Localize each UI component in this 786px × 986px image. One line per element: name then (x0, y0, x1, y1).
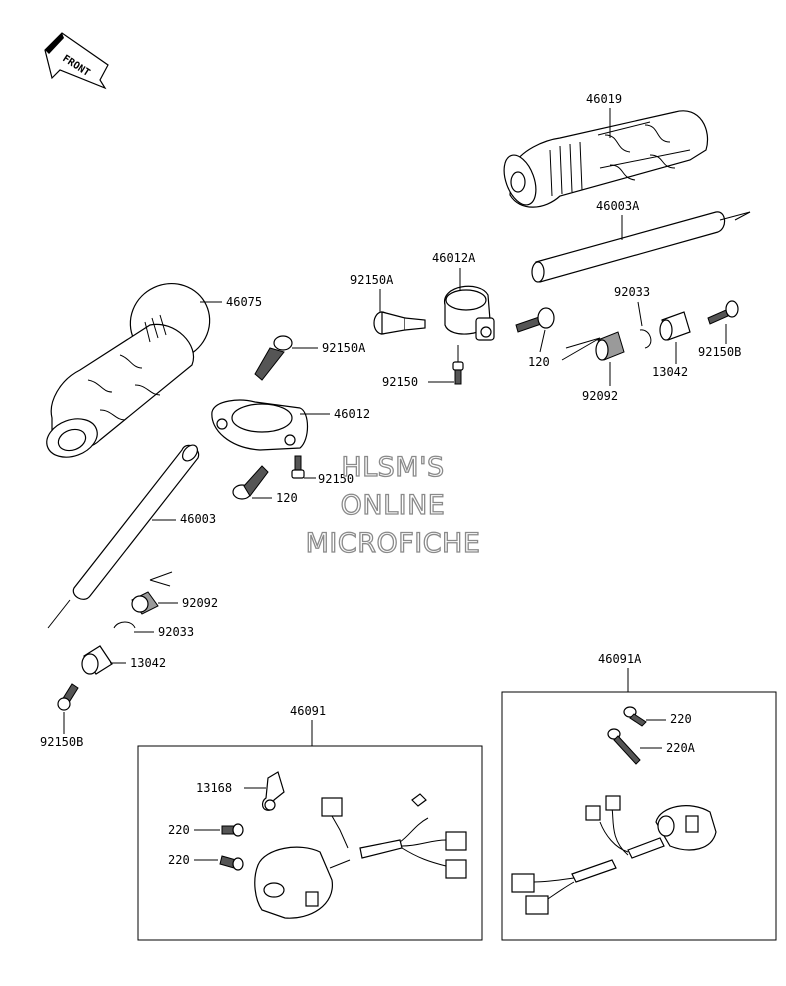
label-13168: 13168 (196, 781, 232, 795)
switch-housing-right (627, 805, 717, 859)
label-120-right: 120 (528, 355, 550, 369)
dir-line-a (561, 337, 601, 361)
label-46091A: 46091A (598, 652, 642, 666)
label-92150A-top: 92150A (350, 273, 394, 287)
left-clamp-46012 (211, 399, 309, 451)
label-220A-right: 220A (666, 741, 696, 755)
right-grip-46019 (503, 110, 708, 208)
wire-harness-left (321, 793, 467, 879)
clip-13168 (261, 771, 285, 811)
label-220-left-2: 220 (168, 853, 190, 867)
label-220-right: 220 (670, 712, 692, 726)
screw-92150A-middle (254, 335, 293, 381)
switch-box-46091A (501, 691, 777, 941)
label-13042-left: 13042 (130, 656, 166, 670)
screw-92150-middle (291, 455, 305, 479)
screw-220-left-1 (221, 823, 244, 837)
label-46012: 46012 (334, 407, 370, 421)
weight-13042-left (81, 645, 113, 675)
label-46091: 46091 (290, 704, 326, 718)
screw-92150-top (452, 361, 464, 385)
label-46012A: 46012A (432, 251, 476, 265)
watermark-line-2: ONLINE (341, 490, 446, 521)
label-92150-top: 92150 (382, 375, 418, 389)
dir-line-b (565, 337, 601, 349)
dir-line-c (149, 571, 173, 581)
ring-92033-right (639, 329, 652, 349)
watermark: HLSM'S ONLINE MICROFICHE (305, 451, 481, 559)
dir-line-d (149, 579, 171, 587)
screw-220-right (623, 706, 647, 727)
bolt-120-middle (232, 465, 269, 500)
label-46003A: 46003A (596, 199, 640, 213)
left-grip-46075 (46, 283, 211, 458)
label-92150B-left: 92150B (40, 735, 83, 749)
bolt-120-right (515, 307, 555, 333)
switch-housing-left (254, 846, 351, 919)
label-92033-right: 92033 (614, 285, 650, 299)
label-46075: 46075 (226, 295, 262, 309)
weight-13042-right (659, 311, 691, 341)
label-92033-left: 92033 (158, 625, 194, 639)
label-46003: 46003 (180, 512, 216, 526)
label-92150A-middle: 92150A (322, 341, 366, 355)
label-46019: 46019 (586, 92, 622, 106)
right-bar-46003A (531, 211, 751, 283)
left-bar-46003 (47, 444, 200, 629)
screw-92150B-right (707, 300, 739, 325)
screw-220-left-2 (219, 855, 244, 871)
label-92150-middle: 92150 (318, 472, 354, 486)
switch-box-46091 (137, 745, 483, 941)
label-92092-right: 92092 (582, 389, 618, 403)
leader-92033-right (637, 301, 643, 327)
front-direction-icon: FRONT (44, 32, 109, 90)
wire-harness-right (511, 795, 629, 915)
screw-220A-right (607, 728, 641, 765)
watermark-line-1: HLSM'S (341, 452, 444, 483)
leader-120-right (539, 329, 546, 353)
ring-92033-left (113, 621, 136, 629)
label-92092-left: 92092 (182, 596, 218, 610)
weight-92092-left (131, 591, 159, 615)
watermark-line-3: MICROFICHE (306, 528, 481, 559)
label-120-middle: 120 (276, 491, 298, 505)
screw-92150B-left (57, 683, 79, 711)
label-13042-right: 13042 (652, 365, 688, 379)
weight-92092-right (595, 331, 625, 361)
screw-92150A-top (373, 311, 426, 335)
label-92150B-right: 92150B (698, 345, 741, 359)
label-220-left-1: 220 (168, 823, 190, 837)
right-clamp-46012A (444, 285, 495, 341)
